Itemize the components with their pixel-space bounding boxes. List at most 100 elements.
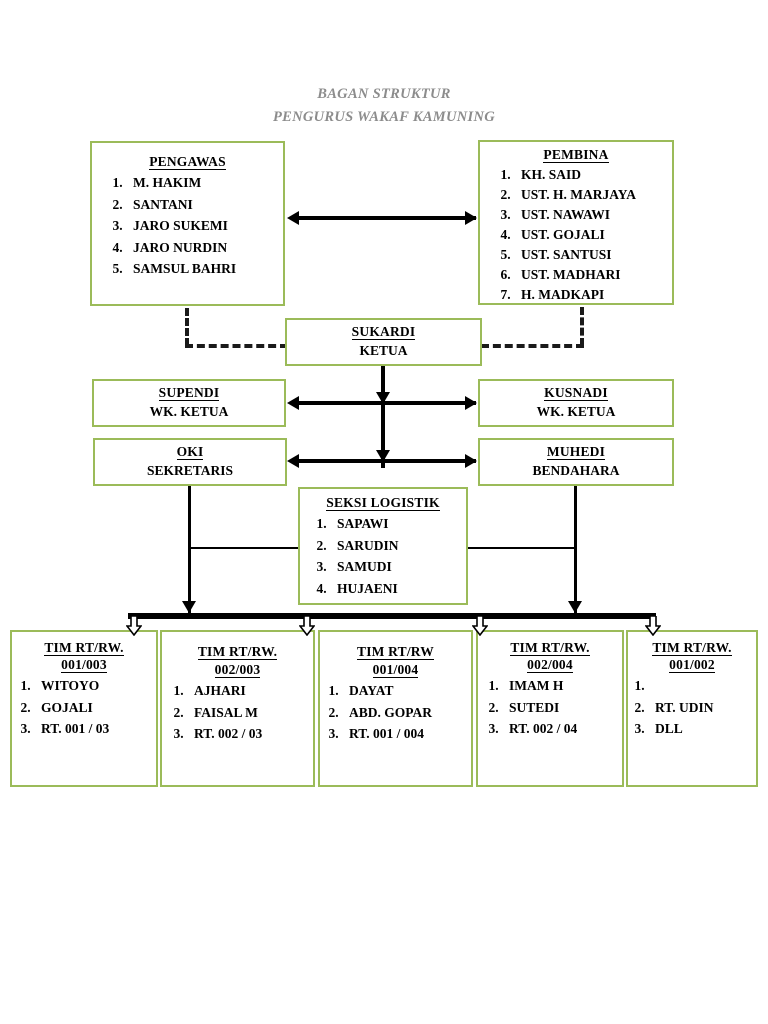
distribution-bus-bar (128, 613, 656, 619)
connector-bendahara-drop (574, 486, 577, 613)
arrow-head-down-right-bus (568, 601, 582, 613)
team-1-heading-line1: TIM RT/RW. (44, 640, 124, 656)
sekretaris-name: OKI (176, 444, 204, 460)
hollow-arrow-icon (645, 616, 661, 636)
pengawas-heading: PENGAWAS (149, 154, 226, 170)
dashed-connector-pembina-horizontal (481, 344, 584, 348)
list-item: RT. UDIN (648, 697, 756, 719)
list-item: SANTANI (126, 194, 283, 216)
list-item: RT. 001 / 004 (342, 723, 471, 745)
box-seksi-logistik[interactable]: SEKSI LOGISTIK SAPAWI SARUDIN SAMUDI HUJ… (298, 487, 468, 605)
list-item: UST. SANTUSI (514, 245, 672, 265)
list-item: RT. 001 / 03 (34, 718, 156, 740)
box-team-5[interactable]: TIM RT/RW. 001/002 RT. UDIN DLL (626, 630, 758, 787)
team-2-heading-line1: TIM RT/RW. (197, 644, 278, 660)
list-item: JARO NURDIN (126, 237, 283, 259)
arrow-head-down-sek (376, 450, 390, 462)
team-1-heading-line2: 001/003 (61, 657, 107, 673)
arrow-head-right (465, 396, 477, 410)
list-item (648, 675, 756, 697)
team-4-heading-line1: TIM RT/RW. (510, 640, 590, 656)
box-pengawas[interactable]: PENGAWAS M. HAKIM SANTANI JARO SUKEMI JA… (90, 141, 285, 306)
list-item: DAYAT (342, 680, 471, 702)
list-item: GOJALI (34, 697, 156, 719)
pengawas-member-list: M. HAKIM SANTANI JARO SUKEMI JARO NURDIN… (92, 172, 283, 280)
list-item: DLL (648, 718, 756, 740)
team-4-heading-line2: 002/004 (527, 657, 573, 673)
list-item: SARUDIN (330, 535, 466, 557)
team-5-heading-line1: TIM RT/RW. (652, 640, 732, 656)
box-team-1[interactable]: TIM RT/RW. 001/003 WITOYO GOJALI RT. 001… (10, 630, 158, 787)
hollow-arrow-icon (126, 616, 142, 636)
connector-ketua-stem (381, 366, 385, 468)
box-ketua[interactable]: SUKARDI KETUA (285, 318, 482, 366)
pembina-member-list: KH. SAID UST. H. MARJAYA UST. NAWAWI UST… (480, 165, 672, 305)
list-item: H. MADKAPI (514, 285, 672, 305)
dashed-connector-pengawas-horizontal (185, 344, 288, 348)
chart-title-line2: PENGURUS WAKAF KAMUNING (272, 109, 496, 125)
box-team-2[interactable]: TIM RT/RW. 002/003 AJHARI FAISAL M RT. 0… (160, 630, 315, 787)
list-item: FAISAL M (187, 702, 313, 724)
bendahara-role: BENDAHARA (532, 463, 620, 478)
connector-logistik-tie-left (190, 547, 299, 549)
ketua-name: SUKARDI (351, 324, 416, 340)
supendi-name: SUPENDI (158, 385, 220, 401)
list-item: UST. NAWAWI (514, 205, 672, 225)
team-4-member-list: IMAM H SUTEDI RT. 002 / 04 (478, 675, 622, 740)
kusnadi-role: WK. KETUA (536, 404, 616, 419)
team-2-member-list: AJHARI FAISAL M RT. 002 / 03 (162, 680, 313, 745)
box-wk-ketua-left[interactable]: SUPENDI WK. KETUA (92, 379, 286, 427)
arrow-head-left (287, 211, 299, 225)
list-item: SAPAWI (330, 513, 466, 535)
team-5-heading-line2: 001/002 (669, 657, 715, 673)
list-item: RT. 002 / 04 (502, 718, 622, 740)
ketua-role: KETUA (359, 343, 408, 358)
connector-pengawas-pembina (292, 216, 476, 220)
list-item: JARO SUKEMI (126, 215, 283, 237)
arrow-head-right (465, 211, 477, 225)
list-item: UST. GOJALI (514, 225, 672, 245)
list-item: ABD. GOPAR (342, 702, 471, 724)
connector-sekretaris-drop (188, 486, 191, 613)
list-item: HUJAENI (330, 578, 466, 600)
team-1-member-list: WITOYO GOJALI RT. 001 / 03 (12, 675, 156, 740)
team-3-heading-line1: TIM RT/RW (357, 644, 434, 660)
hollow-arrow-icon (472, 616, 488, 636)
team-5-member-list: RT. UDIN DLL (628, 675, 756, 740)
chart-title-line1: BAGAN STRUKTUR (317, 86, 451, 102)
team-3-heading-line2: 001/004 (372, 662, 419, 678)
box-bendahara[interactable]: MUHEDI BENDAHARA (478, 438, 674, 486)
list-item: SUTEDI (502, 697, 622, 719)
logistik-heading: SEKSI LOGISTIK (326, 495, 440, 511)
supendi-role: WK. KETUA (149, 404, 229, 419)
list-item: AJHARI (187, 680, 313, 702)
dashed-connector-pengawas-vertical (185, 308, 189, 346)
list-item: KH. SAID (514, 165, 672, 185)
dashed-connector-pembina-vertical (580, 307, 584, 346)
sekretaris-role: SEKRETARIS (146, 463, 234, 478)
list-item: UST. H. MARJAYA (514, 185, 672, 205)
box-sekretaris[interactable]: OKI SEKRETARIS (93, 438, 287, 486)
arrow-head-left (287, 454, 299, 468)
box-team-3[interactable]: TIM RT/RW 001/004 DAYAT ABD. GOPAR RT. 0… (318, 630, 473, 787)
team-3-member-list: DAYAT ABD. GOPAR RT. 001 / 004 (320, 680, 471, 745)
list-item: SAMSUL BAHRI (126, 258, 283, 280)
list-item: IMAM H (502, 675, 622, 697)
arrow-head-down-wk (376, 392, 390, 404)
box-wk-ketua-right[interactable]: KUSNADI WK. KETUA (478, 379, 674, 427)
list-item: WITOYO (34, 675, 156, 697)
pembina-heading: PEMBINA (543, 147, 609, 163)
kusnadi-name: KUSNADI (544, 385, 608, 401)
box-team-4[interactable]: TIM RT/RW. 002/004 IMAM H SUTEDI RT. 002… (476, 630, 624, 787)
arrow-head-right (465, 454, 477, 468)
bendahara-name: MUHEDI (546, 444, 606, 460)
arrow-head-down-left-bus (182, 601, 196, 613)
logistik-member-list: SAPAWI SARUDIN SAMUDI HUJAENI (300, 513, 466, 599)
arrow-head-left (287, 396, 299, 410)
list-item: RT. 002 / 03 (187, 723, 313, 745)
list-item: UST. MADHARI (514, 265, 672, 285)
box-pembina[interactable]: PEMBINA KH. SAID UST. H. MARJAYA UST. NA… (478, 140, 674, 305)
connector-logistik-tie-right (467, 547, 576, 549)
list-item: SAMUDI (330, 556, 466, 578)
